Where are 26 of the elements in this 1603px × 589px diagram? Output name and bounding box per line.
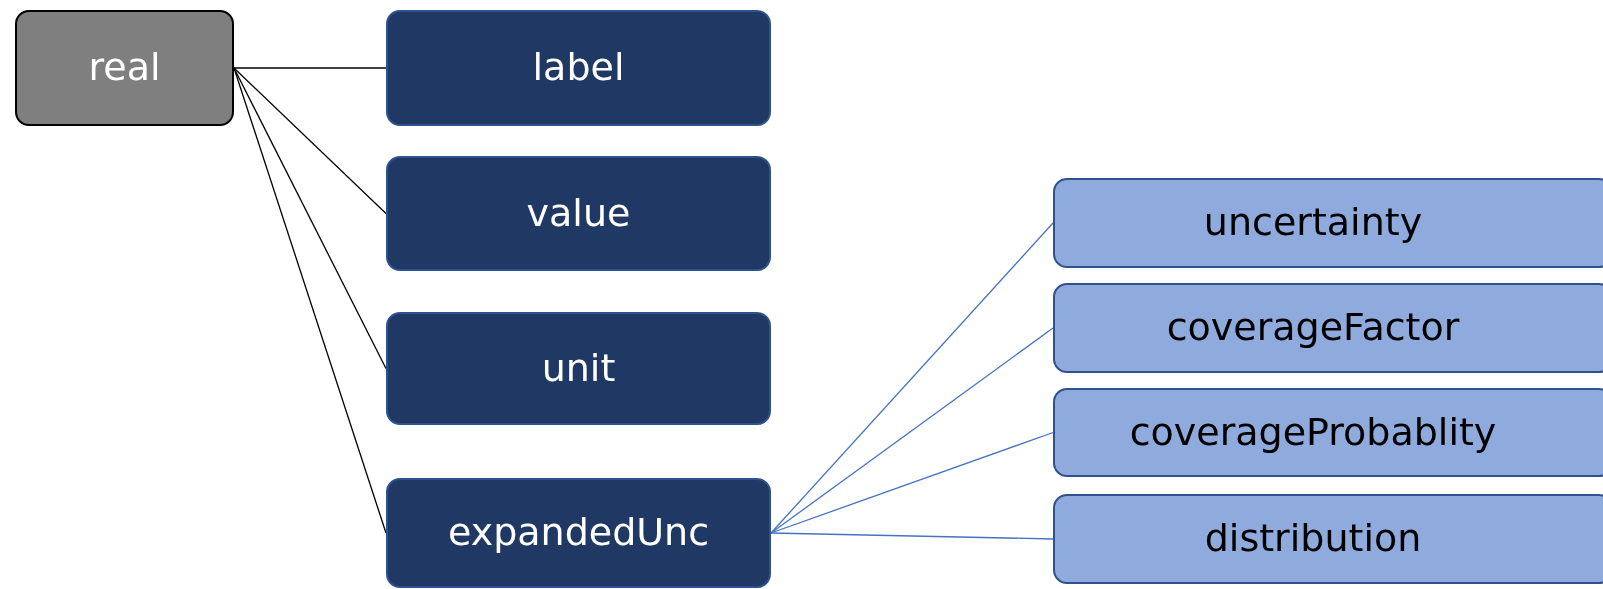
field-box xyxy=(386,478,771,588)
node-label: coverageProbablity xyxy=(1129,408,1497,456)
root-box xyxy=(15,10,234,126)
subfield-box xyxy=(1053,178,1603,268)
connector-line xyxy=(770,222,1054,534)
node-label: value xyxy=(526,189,631,237)
node-label: distribution xyxy=(1204,515,1422,563)
field-box xyxy=(386,312,771,425)
node-label: unit xyxy=(541,344,616,392)
node-label: uncertainty xyxy=(1203,199,1423,247)
connector-line xyxy=(770,532,1054,540)
connector-line xyxy=(233,67,387,215)
subfield-box xyxy=(1053,283,1603,373)
node-label: label xyxy=(532,44,625,92)
connector-line xyxy=(233,67,387,69)
field-box xyxy=(386,156,771,271)
node-label: real xyxy=(88,44,161,92)
subfield-box xyxy=(1053,494,1603,584)
connector-line xyxy=(233,67,387,370)
subfield-box xyxy=(1053,388,1603,477)
connector-line xyxy=(233,67,387,534)
field-box xyxy=(386,10,771,126)
connector-line xyxy=(770,431,1054,534)
connector-line xyxy=(770,327,1054,534)
node-label: expandedUnc xyxy=(447,509,710,557)
node-label: coverageFactor xyxy=(1166,304,1460,352)
